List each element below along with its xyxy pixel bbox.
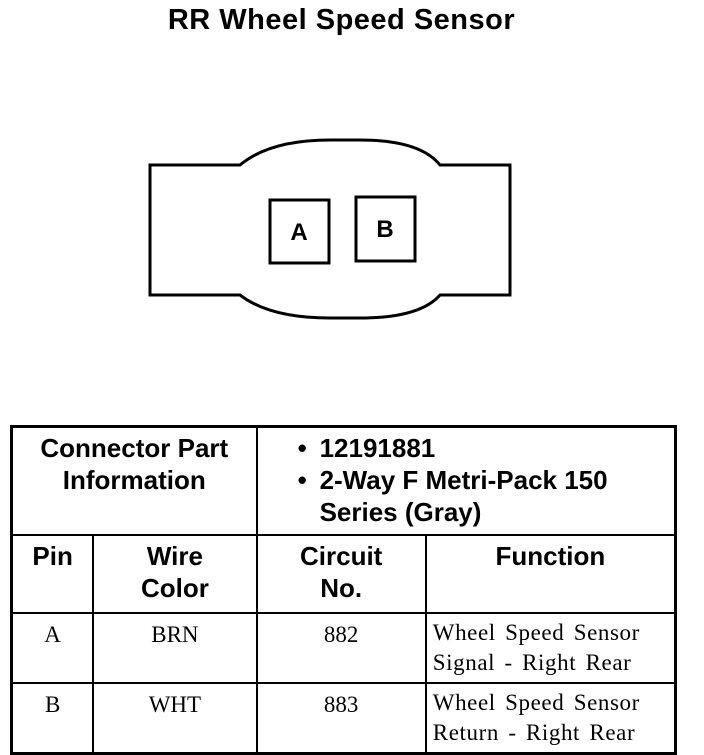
connector-info-table: Connector Part Information • 12191881 • 2-… [10, 425, 677, 755]
pin-cell: B [10, 682, 95, 755]
function-cell: Wheel Speed Sensor Return - Right Rear [424, 682, 677, 755]
bullet: • [297, 433, 307, 463]
circuit-cell: 883 [255, 682, 427, 755]
wire-color-cell: BRN [92, 612, 258, 684]
pin-header-cell: Pin [10, 534, 95, 614]
part-desc-line2: Series (Gray) [319, 497, 482, 527]
part-number: 12191881 [319, 433, 436, 463]
table-row: B WHT 883 Wheel Speed Sensor Return - Ri… [10, 682, 677, 755]
part-desc-item: • 2-Way F Metri-Pack 150 [298, 464, 674, 496]
wire-color-cell: WHT [92, 682, 258, 755]
part-info-row: Connector Part Information • 12191881 • 2-… [10, 425, 677, 536]
pin-cell: A [10, 612, 95, 684]
function-header: Function [495, 541, 606, 571]
function-line2: Signal - Right Rear [432, 650, 632, 675]
part-info-values-cell: • 12191881 • 2-Way F Metri-Pack 150 Series… [255, 425, 677, 536]
circuit-header-line1: Circuit [299, 541, 383, 571]
circuit-cell: 882 [255, 612, 427, 684]
pin-b-cavity [354, 195, 417, 263]
pin-header: Pin [32, 541, 73, 571]
function-line1: Wheel Speed Sensor [432, 690, 640, 715]
connector-outline [148, 138, 512, 320]
pin-a-label: A [290, 219, 307, 246]
table-row: A BRN 882 Wheel Speed Sensor Signal - Ri… [10, 612, 677, 684]
function-line2: Return - Right Rear [432, 720, 636, 745]
function-header-cell: Function [424, 534, 677, 614]
function-cell: Wheel Speed Sensor Signal - Right Rear [424, 612, 677, 684]
part-info-label-cell: Connector Part Information [10, 425, 258, 536]
function-line1: Wheel Speed Sensor [432, 620, 640, 645]
wire-color-header-cell: Wire Color [92, 534, 258, 614]
part-info-label-line1: Connector Part [40, 433, 229, 463]
part-info-label-line2: Information [62, 465, 206, 495]
pin-b-label: B [376, 216, 393, 243]
diagram-title: RR Wheel Speed Sensor [167, 4, 516, 36]
bullet: • [297, 465, 307, 495]
circuit-header-line2: No. [320, 573, 363, 603]
circuit-header-cell: Circuit No. [255, 534, 427, 614]
column-header-row: Pin Wire Color Circuit No. Function [10, 534, 677, 614]
pin-a-cavity [268, 198, 331, 265]
part-number-item: • 12191881 [298, 432, 674, 464]
wire-color-header-line2: Color [140, 573, 209, 603]
part-desc-line1: 2-Way F Metri-Pack 150 [319, 465, 608, 495]
wire-color-header-line1: Wire [146, 541, 203, 571]
connector-face-drawing: A B [148, 138, 512, 320]
